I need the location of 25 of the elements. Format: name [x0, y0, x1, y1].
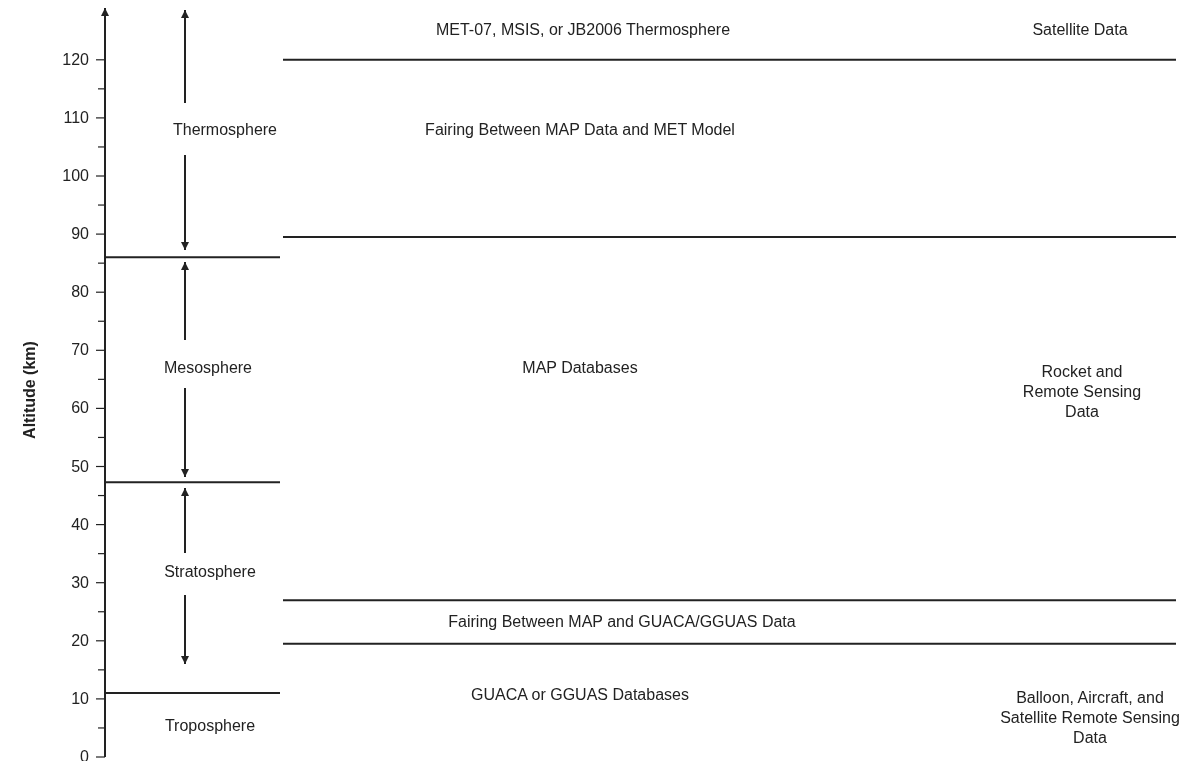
data-source-label: Rocket and Remote Sensing Data	[1021, 362, 1143, 422]
tick-label: 70	[70, 340, 89, 361]
tick-label: 60	[70, 398, 89, 419]
tick-label: 30	[70, 572, 89, 593]
axis-title: Altitude (km)	[20, 340, 39, 441]
tick-label: 100	[61, 166, 89, 186]
tick-label: 120	[61, 49, 89, 70]
tick-label: 50	[70, 456, 89, 477]
tick-label: 110	[62, 107, 89, 128]
tick-label: 10	[70, 688, 89, 709]
region-label: Fairing Between MAP and GUACA/GGUAS Data	[447, 612, 797, 632]
tick-label: 40	[70, 514, 89, 535]
layer-name: Troposphere	[163, 716, 257, 736]
region-label: Fairing Between MAP Data and MET Model	[424, 120, 736, 140]
tick-label: 20	[70, 630, 89, 651]
region-label: GUACA or GGUAS Databases	[470, 685, 690, 705]
tick-label: 80	[70, 282, 89, 303]
data-source-label: Balloon, Aircraft, and Satellite Remote Sensing Data	[999, 688, 1181, 748]
tick-label: 90	[70, 224, 89, 245]
layer-name: Stratosphere	[163, 562, 257, 582]
region-label: MAP Databases	[521, 358, 639, 378]
layer-name: Thermosphere	[171, 120, 278, 140]
data-source-label: Satellite Data	[1031, 20, 1129, 40]
model-label: MET-07, MSIS, or JB2006 Thermosphere	[434, 20, 732, 40]
layer-name: Mesosphere	[162, 358, 253, 378]
